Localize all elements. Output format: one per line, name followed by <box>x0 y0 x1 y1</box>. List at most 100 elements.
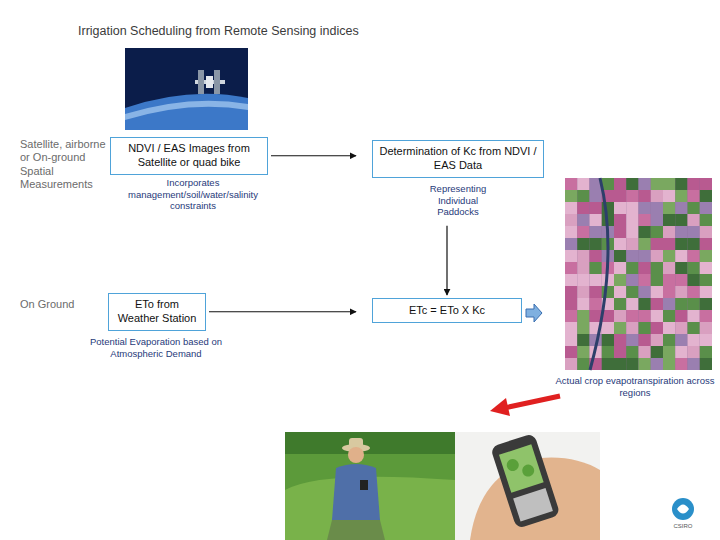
note-text: Potential Evaporation based on Atmospher… <box>84 336 228 359</box>
block-arrow <box>526 304 542 322</box>
land-patch <box>675 238 687 250</box>
land-patch <box>700 310 712 322</box>
land-patch <box>565 358 577 370</box>
land-patch <box>614 298 626 310</box>
land-patch <box>651 358 663 370</box>
land-patch <box>651 226 663 238</box>
land-patch <box>565 298 577 310</box>
land-patch <box>565 190 577 202</box>
land-patch <box>626 310 638 322</box>
red-arrow-shaft <box>504 396 560 408</box>
land-patch <box>700 250 712 262</box>
land-patch <box>602 358 614 370</box>
land-patch <box>639 202 651 214</box>
land-patch <box>675 202 687 214</box>
land-patch <box>565 178 577 190</box>
land-patch <box>590 190 602 202</box>
land-patch <box>688 346 700 358</box>
box-text: NDVI / EAS Images from Satellite or quad… <box>117 142 261 170</box>
land-patch <box>614 226 626 238</box>
note-text: Incorporates management/soil/water/salin… <box>108 177 278 212</box>
station-panel <box>214 70 220 94</box>
land-patch <box>688 274 700 286</box>
land-patch <box>602 346 614 358</box>
land-patch <box>700 286 712 298</box>
field <box>285 432 455 540</box>
land-patch <box>626 286 638 298</box>
land-patch <box>565 226 577 238</box>
land-patch <box>688 298 700 310</box>
land-patch <box>602 322 614 334</box>
land-patch <box>577 250 589 262</box>
logo-mark <box>672 498 694 520</box>
photo-background <box>455 432 600 540</box>
land-patch <box>626 238 638 250</box>
logo-text: CSIRO <box>658 523 708 530</box>
land-patch <box>639 322 651 334</box>
land-patch <box>700 214 712 226</box>
land-patch <box>639 274 651 286</box>
land-patch <box>663 202 675 214</box>
land-patch <box>700 190 712 202</box>
land-patch <box>663 334 675 346</box>
land-patch <box>590 298 602 310</box>
land-patch <box>663 358 675 370</box>
land-patch <box>700 322 712 334</box>
land-patch <box>614 178 626 190</box>
land-patch <box>602 334 614 346</box>
land-patch <box>675 214 687 226</box>
hat <box>349 438 363 448</box>
logo-detail <box>677 505 689 514</box>
land-patch <box>688 358 700 370</box>
land-patch <box>675 334 687 346</box>
land-patch <box>577 178 589 190</box>
land-patch <box>651 262 663 274</box>
process-box: ETc = ETo X Kc <box>372 298 522 323</box>
box-text: ETo from Weather Station <box>115 298 199 326</box>
handheld-device <box>360 480 368 490</box>
land-patch <box>614 238 626 250</box>
land-patch <box>626 298 638 310</box>
land-patch <box>700 238 712 250</box>
phone-photo <box>455 432 600 540</box>
land-patch <box>590 238 602 250</box>
land-patch <box>639 250 651 262</box>
land-patch <box>639 358 651 370</box>
land-patch <box>639 178 651 190</box>
land-patch <box>565 322 577 334</box>
land-patch <box>614 334 626 346</box>
land-patch <box>577 274 589 286</box>
land-patch <box>565 238 577 250</box>
land-patch <box>700 178 712 190</box>
land-patch <box>626 274 638 286</box>
land-patch <box>639 190 651 202</box>
box-text: Determination of Kc from NDVI / EAS Data <box>379 145 537 173</box>
land-patch <box>590 226 602 238</box>
land-patch <box>626 358 638 370</box>
land-patch <box>614 346 626 358</box>
land-patch <box>590 286 602 298</box>
land-patch <box>577 238 589 250</box>
satellite-land-image <box>565 178 712 370</box>
land-patch <box>639 238 651 250</box>
land-patch <box>626 322 638 334</box>
land-patch <box>577 334 589 346</box>
satellite-photo <box>125 48 248 130</box>
land-patch <box>565 250 577 262</box>
land-patch <box>565 334 577 346</box>
land-patch <box>651 322 663 334</box>
leaf-icon <box>521 463 536 478</box>
field-background <box>285 432 455 454</box>
land-patch <box>651 310 663 322</box>
land-patch <box>688 334 700 346</box>
land-patch <box>688 178 700 190</box>
process-box: NDVI / EAS Images from Satellite or quad… <box>110 137 268 175</box>
land-patch <box>651 334 663 346</box>
land-patch <box>688 190 700 202</box>
land-patch <box>663 322 675 334</box>
crop <box>327 520 385 540</box>
land-patch <box>626 262 638 274</box>
flow-arrow <box>271 155 356 156</box>
land-patch <box>663 346 675 358</box>
